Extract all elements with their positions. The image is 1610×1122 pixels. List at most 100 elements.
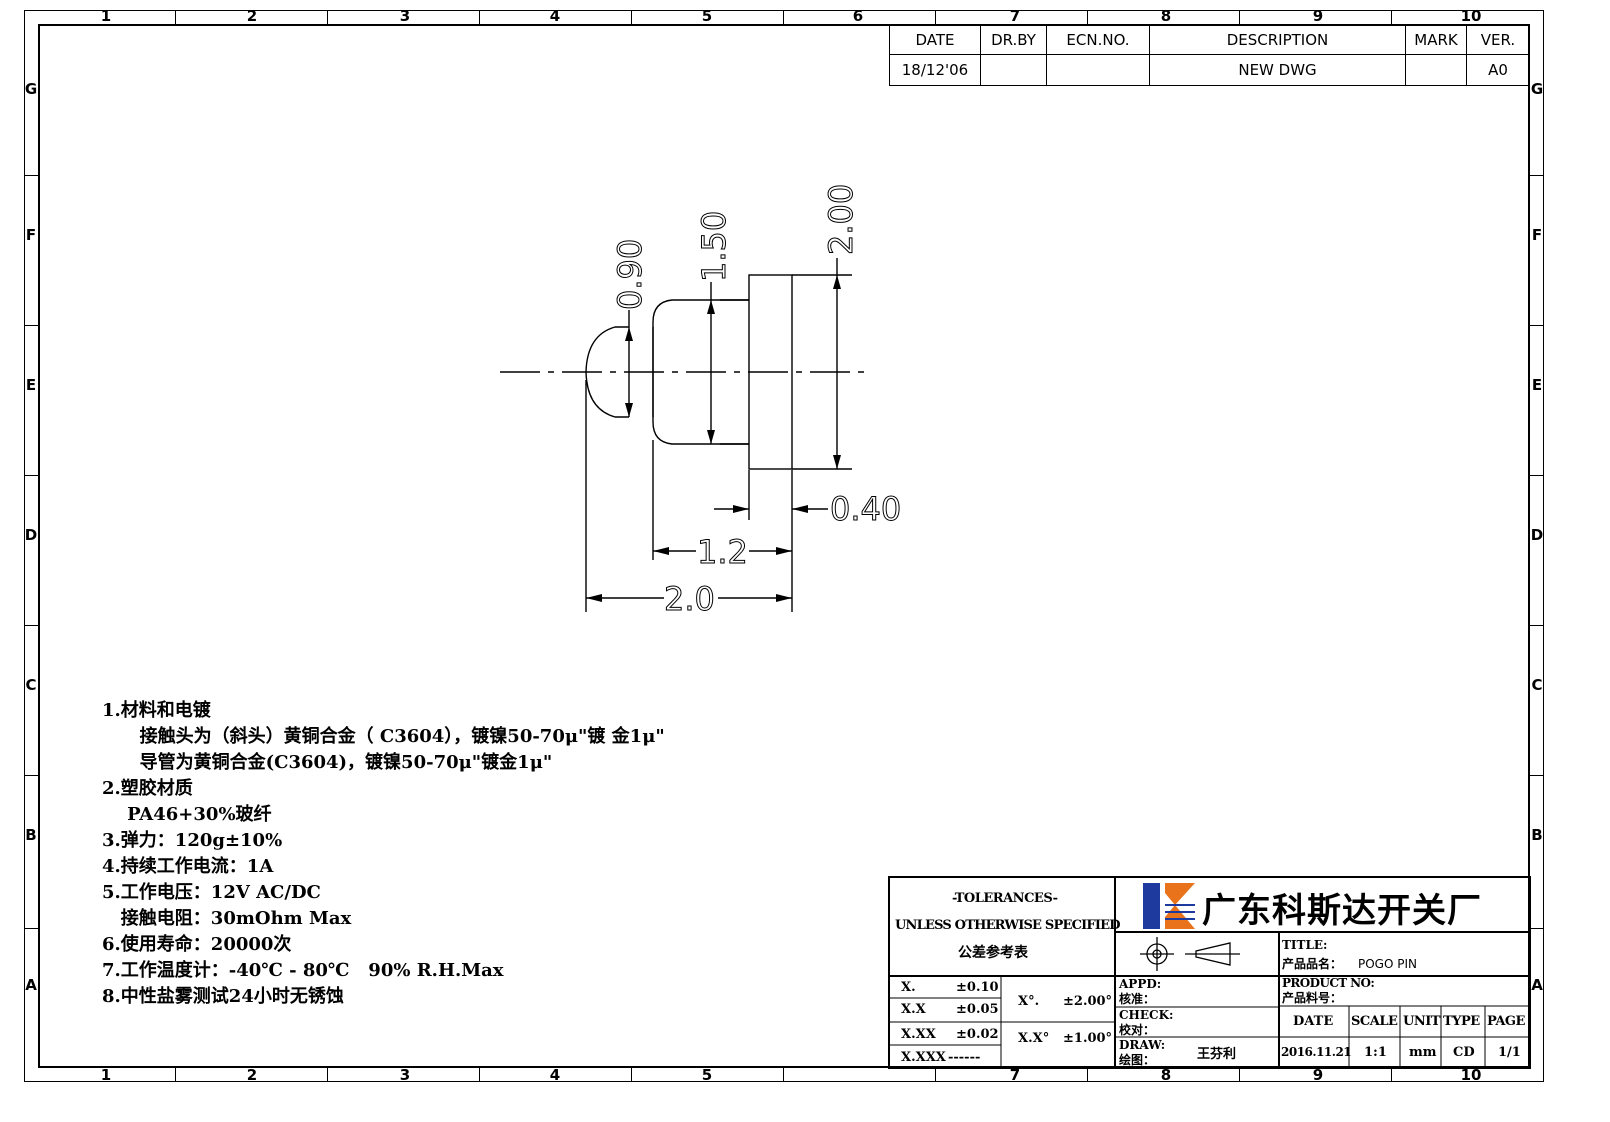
tolerances-cn: 公差参考表 xyxy=(958,945,1028,961)
check-cn-label: 校对： xyxy=(1119,1023,1156,1037)
inner-frame xyxy=(38,24,1530,1068)
zone-col-top-4: 4 xyxy=(549,7,561,25)
tick xyxy=(1239,10,1240,24)
note-line: 1.材料和电镀 xyxy=(102,700,211,721)
product-no-cn-label: 产品料号： xyxy=(1282,991,1343,1005)
tick xyxy=(935,1068,936,1082)
zone-col-top-6: 6 xyxy=(852,7,864,25)
tol-angle-key: X.X° xyxy=(1018,1031,1050,1046)
note-line: PA46+30%玻纤 xyxy=(102,804,272,825)
zone-col-top-9: 9 xyxy=(1312,7,1324,25)
tick xyxy=(1530,775,1544,776)
info-header-page: PAGE xyxy=(1487,1014,1525,1029)
zone-row-right-a: A xyxy=(1531,976,1543,994)
tick xyxy=(327,1068,328,1082)
zone-col-top-8: 8 xyxy=(1160,7,1172,25)
zone-col-bottom-2: 2 xyxy=(246,1066,258,1084)
note-line: 6.使用寿命：20000次 xyxy=(102,934,292,955)
note-line: 导管为黄铜合金(C3604)，镀镍50-70μ"镀金1μ" xyxy=(102,752,553,773)
dim-body-diameter: 1.50 xyxy=(695,211,733,282)
product-name-label: 产品品名： xyxy=(1282,957,1343,971)
company-logo-icon xyxy=(1143,883,1195,929)
tick xyxy=(327,10,328,24)
zone-col-bottom-1: 1 xyxy=(100,1066,112,1084)
info-header-unit: UNIT xyxy=(1403,1014,1440,1029)
tol-row-key: X.X xyxy=(901,1002,926,1017)
dim-flange-thickness: 0.40 xyxy=(830,490,901,528)
zone-col-bottom-3: 3 xyxy=(399,1066,411,1084)
info-unit: mm xyxy=(1409,1045,1437,1060)
zone-col-top-3: 3 xyxy=(399,7,411,25)
tick xyxy=(24,775,38,776)
zone-row-left-d: D xyxy=(24,526,38,544)
zone-col-top-10: 10 xyxy=(1460,7,1482,25)
zone-row-right-b: B xyxy=(1531,826,1543,844)
company-name: 广东科斯达开关厂 xyxy=(1202,891,1482,931)
appd-label: APPD: xyxy=(1119,977,1162,991)
tol-angle-value: ±1.00° xyxy=(1063,1031,1113,1046)
tick xyxy=(631,10,632,24)
zone-col-bottom-8: 8 xyxy=(1160,1066,1172,1084)
tol-angle-value: ±2.00° xyxy=(1063,994,1113,1009)
dim-total-length: 2.0 xyxy=(664,580,715,618)
note-line: 接触头为（斜头）黄铜合金（ C3604），镀镍50-70μ"镀 金1μ" xyxy=(102,726,665,747)
info-header-type: TYPE xyxy=(1443,1014,1480,1029)
technical-notes: 1.材料和电镀 接触头为（斜头）黄铜合金（ C3604），镀镍50-70μ"镀 … xyxy=(102,698,742,1010)
tick xyxy=(24,625,38,626)
zone-row-left-c: C xyxy=(25,676,37,694)
draw-name: 王芬利 xyxy=(1197,1047,1237,1062)
tick xyxy=(1087,10,1088,24)
tolerances-subtitle: UNLESS OTHERWISE SPECIFIED xyxy=(895,918,1121,933)
tol-row-value: ±0.10 xyxy=(956,980,999,995)
zone-col-bottom-7: 7 xyxy=(1009,1066,1021,1084)
zone-col-bottom-9: 9 xyxy=(1312,1066,1324,1084)
tol-row-key: X.XXX xyxy=(901,1050,946,1065)
tick xyxy=(783,1068,784,1082)
plunger-head-outline xyxy=(585,326,629,418)
title-label: TITLE: xyxy=(1282,938,1328,952)
rev-ver: A0 xyxy=(1466,54,1530,86)
zone-row-right-c: C xyxy=(1531,676,1543,694)
zone-row-left-a: A xyxy=(25,976,37,994)
note-line: 5.工作电压：12V AC/DC xyxy=(102,882,321,903)
tol-angle-key: X°. xyxy=(1018,994,1040,1009)
tick xyxy=(479,10,480,24)
tick xyxy=(1530,325,1544,326)
zone-col-bottom-10: 10 xyxy=(1460,1066,1482,1084)
tick xyxy=(175,1068,176,1082)
zone-row-right-d: D xyxy=(1530,526,1544,544)
tick xyxy=(1530,475,1544,476)
tick xyxy=(24,325,38,326)
tol-row-value: ±0.02 xyxy=(956,1027,999,1042)
tick xyxy=(1391,10,1392,24)
tol-row-key: X.XX xyxy=(901,1027,936,1042)
tick xyxy=(783,10,784,24)
tick xyxy=(24,175,38,176)
note-line: 8.中性盐雾测试24小时无锈蚀 xyxy=(102,986,344,1007)
tick xyxy=(1530,175,1544,176)
projection-symbol-icon xyxy=(1140,937,1240,971)
info-page: 1/1 xyxy=(1498,1045,1521,1060)
dimension-arrows xyxy=(586,275,841,602)
tick xyxy=(24,475,38,476)
product-name: POGO PIN xyxy=(1358,957,1417,971)
zone-row-left-e: E xyxy=(25,376,37,394)
tick xyxy=(175,10,176,24)
note-line: 3.弹力：120g±10% xyxy=(102,830,283,851)
zone-row-left-b: B xyxy=(25,826,37,844)
note-line: 7.工作温度计：-40℃ - 80℃ 90% R.H.Max xyxy=(102,960,504,981)
tick xyxy=(631,1068,632,1082)
info-type: CD xyxy=(1453,1045,1475,1060)
info-scale: 1:1 xyxy=(1364,1045,1387,1060)
zone-col-top-1: 1 xyxy=(100,7,112,25)
outer-frame xyxy=(24,10,1544,1082)
check-label: CHECK: xyxy=(1119,1008,1174,1022)
zone-row-right-e: E xyxy=(1531,376,1543,394)
zone-col-bottom-5: 5 xyxy=(701,1066,713,1084)
zone-col-bottom-4: 4 xyxy=(549,1066,561,1084)
product-no-label: PRODUCT NO: xyxy=(1282,976,1375,990)
zone-row-right-g: G xyxy=(1530,80,1544,98)
tick xyxy=(1391,1068,1392,1082)
